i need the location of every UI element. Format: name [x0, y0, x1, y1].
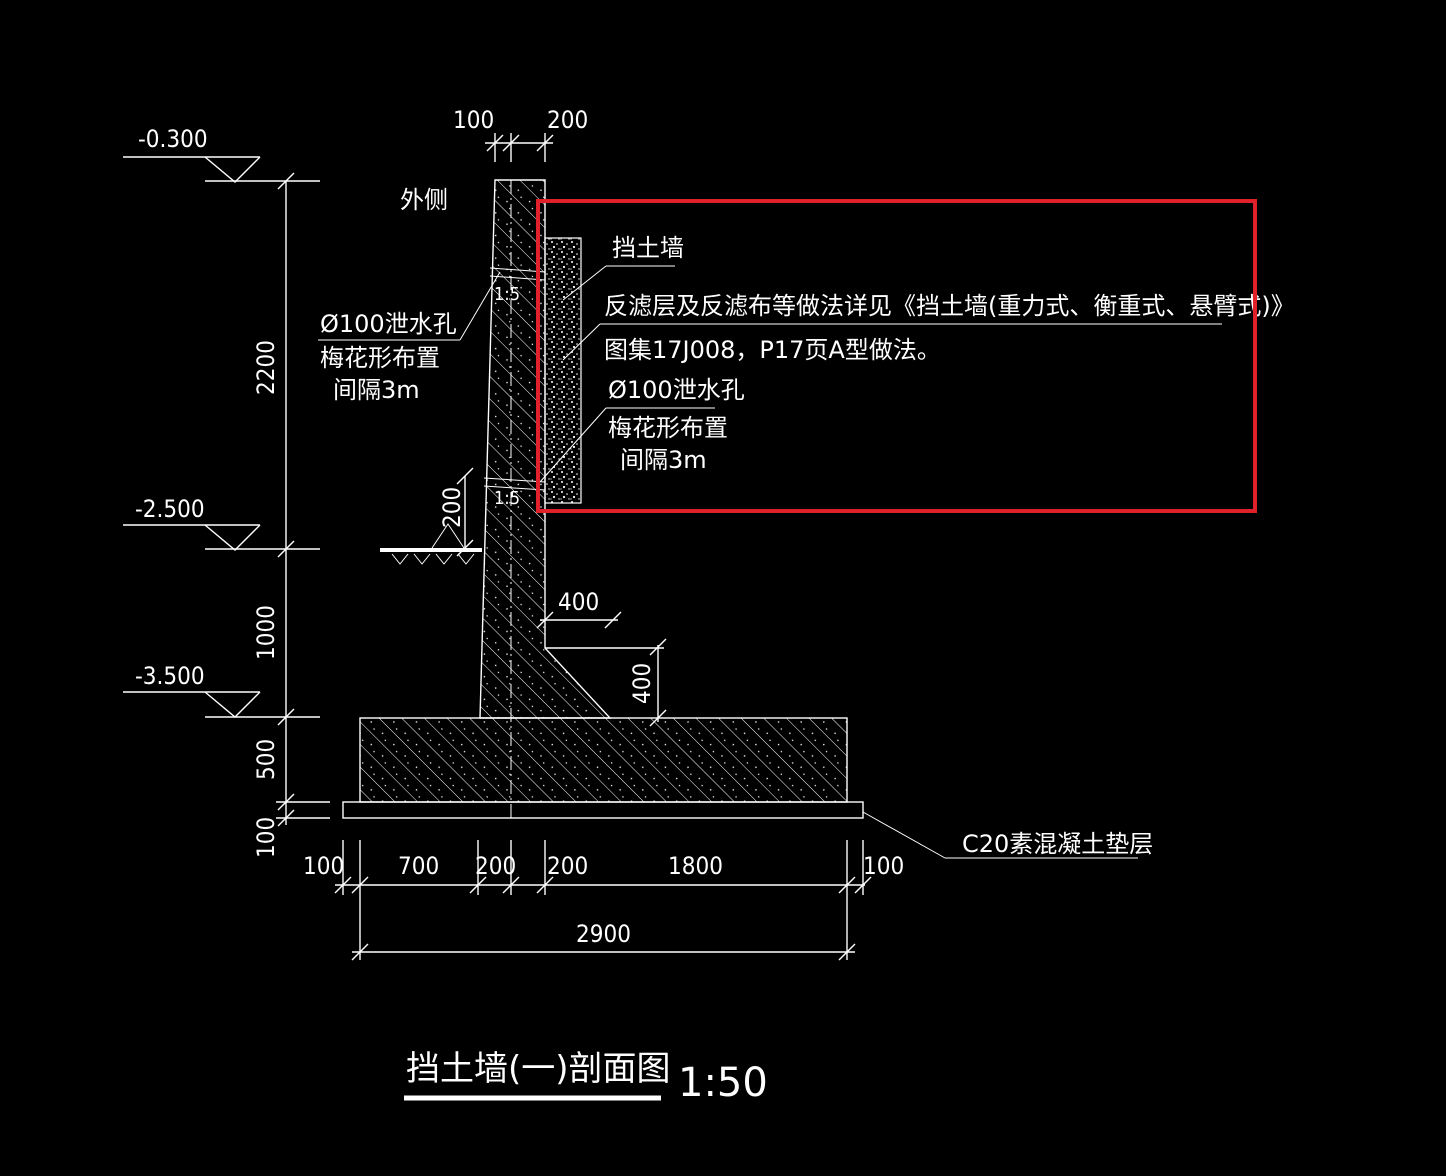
slope-lower: 1:5 — [494, 488, 520, 509]
elevation-grade: -2.500 — [135, 495, 205, 523]
dim-200-v: 200 — [438, 487, 466, 528]
outside-grade-hatch — [391, 553, 475, 565]
dim-bottom-200-a: 200 — [475, 852, 516, 880]
filter-note-line-1: 反滤层及反滤布等做法详见《挡土墙(重力式、衡重式、悬臂式)》 — [604, 292, 1295, 320]
title-scale: 1:50 — [678, 1060, 768, 1106]
slope-labels: 1:5 1:5 — [494, 284, 520, 509]
dim-top-100: 100 — [453, 106, 494, 134]
wall-name-text: 挡土墙 — [612, 234, 684, 262]
dim-top-200: 200 — [547, 106, 588, 134]
dim-400-v: 400 — [628, 663, 656, 704]
elevation-top: -0.300 — [138, 125, 208, 153]
right-drain-text-2: 梅花形布置 — [608, 414, 728, 442]
dim-500: 500 — [252, 739, 280, 780]
filter-layer — [544, 237, 582, 504]
drain-hole-lower — [483, 477, 546, 483]
drain-hole-lower-2 — [483, 485, 546, 491]
wall-name-callout: 挡土墙 — [562, 234, 684, 301]
left-drain-text-2: 梅花形布置 — [320, 344, 440, 372]
left-drain-text-3: 间隔3m — [333, 376, 420, 404]
right-drain-text-3: 间隔3m — [620, 446, 707, 474]
drain-hole-upper — [489, 267, 546, 273]
left-drain-callout: Ø100泄水孔 梅花形布置 间隔3m — [318, 271, 501, 404]
dim-bottom-2900: 2900 — [576, 920, 631, 948]
vertical-dimensions: 2200 1000 500 100 — [252, 172, 330, 858]
cushion-label-text: C20素混凝土垫层 — [962, 830, 1153, 858]
left-drain-text-1: Ø100泄水孔 — [320, 310, 457, 338]
dim-400-h: 400 — [558, 588, 599, 616]
filter-note-callout: 反滤层及反滤布等做法详见《挡土墙(重力式、衡重式、悬臂式)》 图集17J008，… — [562, 292, 1295, 364]
outside-label: 外侧 — [400, 186, 448, 214]
elevation-marker-grade: -2.500 — [123, 495, 320, 551]
retaining-wall-section — [342, 179, 864, 819]
dim-2200: 2200 — [252, 340, 280, 395]
dim-bottom-1800: 1800 — [668, 852, 723, 880]
filter-note-line-2: 图集17J008，P17页A型做法。 — [604, 336, 941, 364]
bottom-dimensions: 100 700 200 200 1800 100 2900 — [303, 840, 904, 961]
top-dimensions: 100 200 — [453, 106, 588, 162]
haunch-width-dimension: 400 — [536, 588, 622, 629]
dim-1000: 1000 — [252, 605, 280, 660]
right-drain-callout: Ø100泄水孔 梅花形布置 间隔3m — [539, 376, 745, 483]
slope-upper: 1:5 — [494, 284, 520, 305]
highlight-box — [536, 199, 1257, 513]
elevation-marker-top: -0.300 — [123, 125, 320, 183]
side-label: 外侧 — [400, 186, 448, 214]
wall-footing — [359, 717, 848, 803]
title-text: 挡土墙(一)剖面图 — [406, 1049, 671, 1089]
elevation-marker-footing: -3.500 — [123, 662, 320, 718]
cushion-callout: C20素混凝土垫层 — [862, 811, 1153, 859]
dim-bottom-700: 700 — [398, 852, 439, 880]
haunch-height-dimension: 400 — [545, 638, 667, 727]
dim-bottom-100-right: 100 — [863, 852, 904, 880]
right-drain-text-1: Ø100泄水孔 — [608, 376, 745, 404]
drain-hole-upper-2 — [489, 275, 546, 281]
c20-cushion-layer — [342, 801, 864, 819]
drawing-title: 挡土墙(一)剖面图 1:50 — [404, 1049, 768, 1106]
dim-bottom-100-left: 100 — [303, 852, 344, 880]
elevation-markers: -0.300 -2.500 -3.500 — [123, 125, 320, 718]
grade-offset-dimension: 200 — [438, 467, 474, 557]
dim-bottom-200-b: 200 — [547, 852, 588, 880]
outside-grade-marker — [431, 523, 465, 549]
elevation-footing: -3.500 — [135, 662, 205, 690]
dim-100-v: 100 — [252, 817, 280, 858]
